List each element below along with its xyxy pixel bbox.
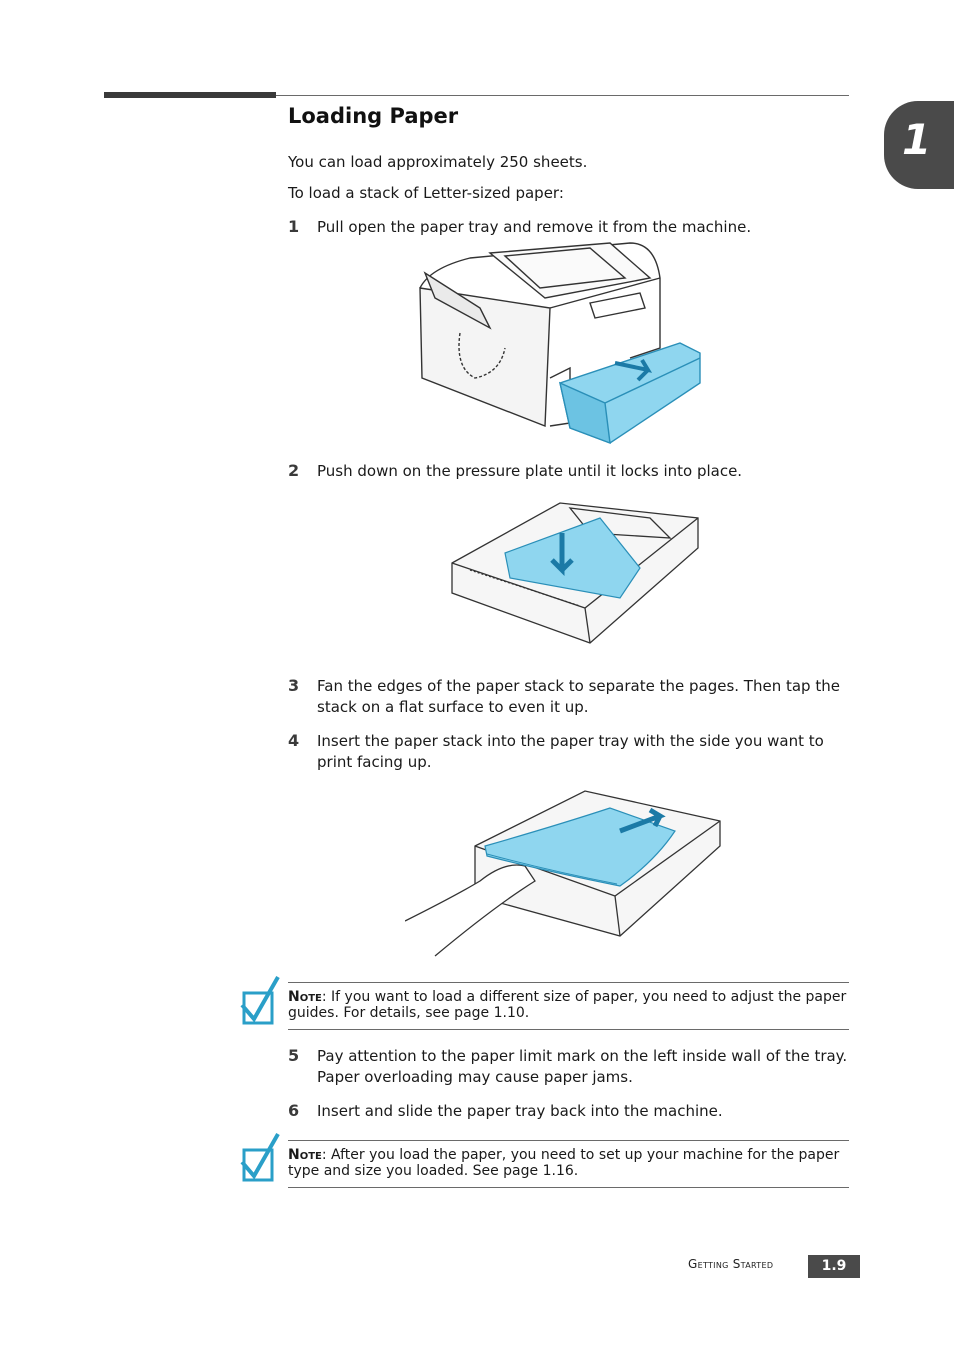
step-number-6: 6 xyxy=(288,1101,300,1120)
step-text-5: Pay attention to the paper limit mark on… xyxy=(317,1047,848,1086)
step-number-4: 4 xyxy=(288,731,300,750)
section-title: Loading Paper xyxy=(288,104,459,128)
chapter-number: 1 xyxy=(902,115,932,164)
checkmark-note-icon xyxy=(240,1133,280,1182)
step-text-1: Pull open the paper tray and remove it f… xyxy=(317,218,752,236)
note-rule-bottom xyxy=(288,1187,849,1188)
step-text-6: Insert and slide the paper tray back int… xyxy=(317,1102,723,1120)
step-number-3: 3 xyxy=(288,676,300,695)
step-text-4: Insert the paper stack into the paper tr… xyxy=(317,732,824,771)
note-label: Note xyxy=(288,1147,322,1163)
step-text-2: Push down on the pressure plate until it… xyxy=(317,462,743,480)
note-1: Note: If you want to load a different si… xyxy=(288,989,849,1021)
step-number-2: 2 xyxy=(288,461,300,480)
note-label: Note xyxy=(288,989,322,1005)
note-body: : If you want to load a different size o… xyxy=(288,989,847,1021)
figure-paper-insertion xyxy=(405,790,721,957)
header-rule-thin xyxy=(276,95,849,96)
step-number-5: 5 xyxy=(288,1046,300,1065)
intro-paragraph-2: To load a stack of Letter-sized paper: xyxy=(288,184,564,202)
chapter-tab: 1 xyxy=(884,101,954,189)
note-2: Note: After you load the paper, you need… xyxy=(288,1147,849,1179)
note-rule-top xyxy=(288,1140,849,1141)
footer-section-name: Getting Started xyxy=(688,1257,774,1271)
checkmark-note-icon xyxy=(240,976,280,1025)
intro-paragraph-1: You can load approximately 250 sheets. xyxy=(288,153,588,171)
figure-machine-tray-removal xyxy=(419,242,701,445)
note-rule-bottom xyxy=(288,1029,849,1030)
step-text-3: Fan the edges of the paper stack to sepa… xyxy=(317,677,840,716)
note-rule-top xyxy=(288,982,849,983)
note-body: : After you load the paper, you need to … xyxy=(288,1147,840,1179)
figure-pressure-plate xyxy=(451,502,699,644)
step-number-1: 1 xyxy=(288,217,300,236)
page-number-badge: 1.9 xyxy=(808,1255,860,1278)
header-rule-thick xyxy=(104,92,276,98)
